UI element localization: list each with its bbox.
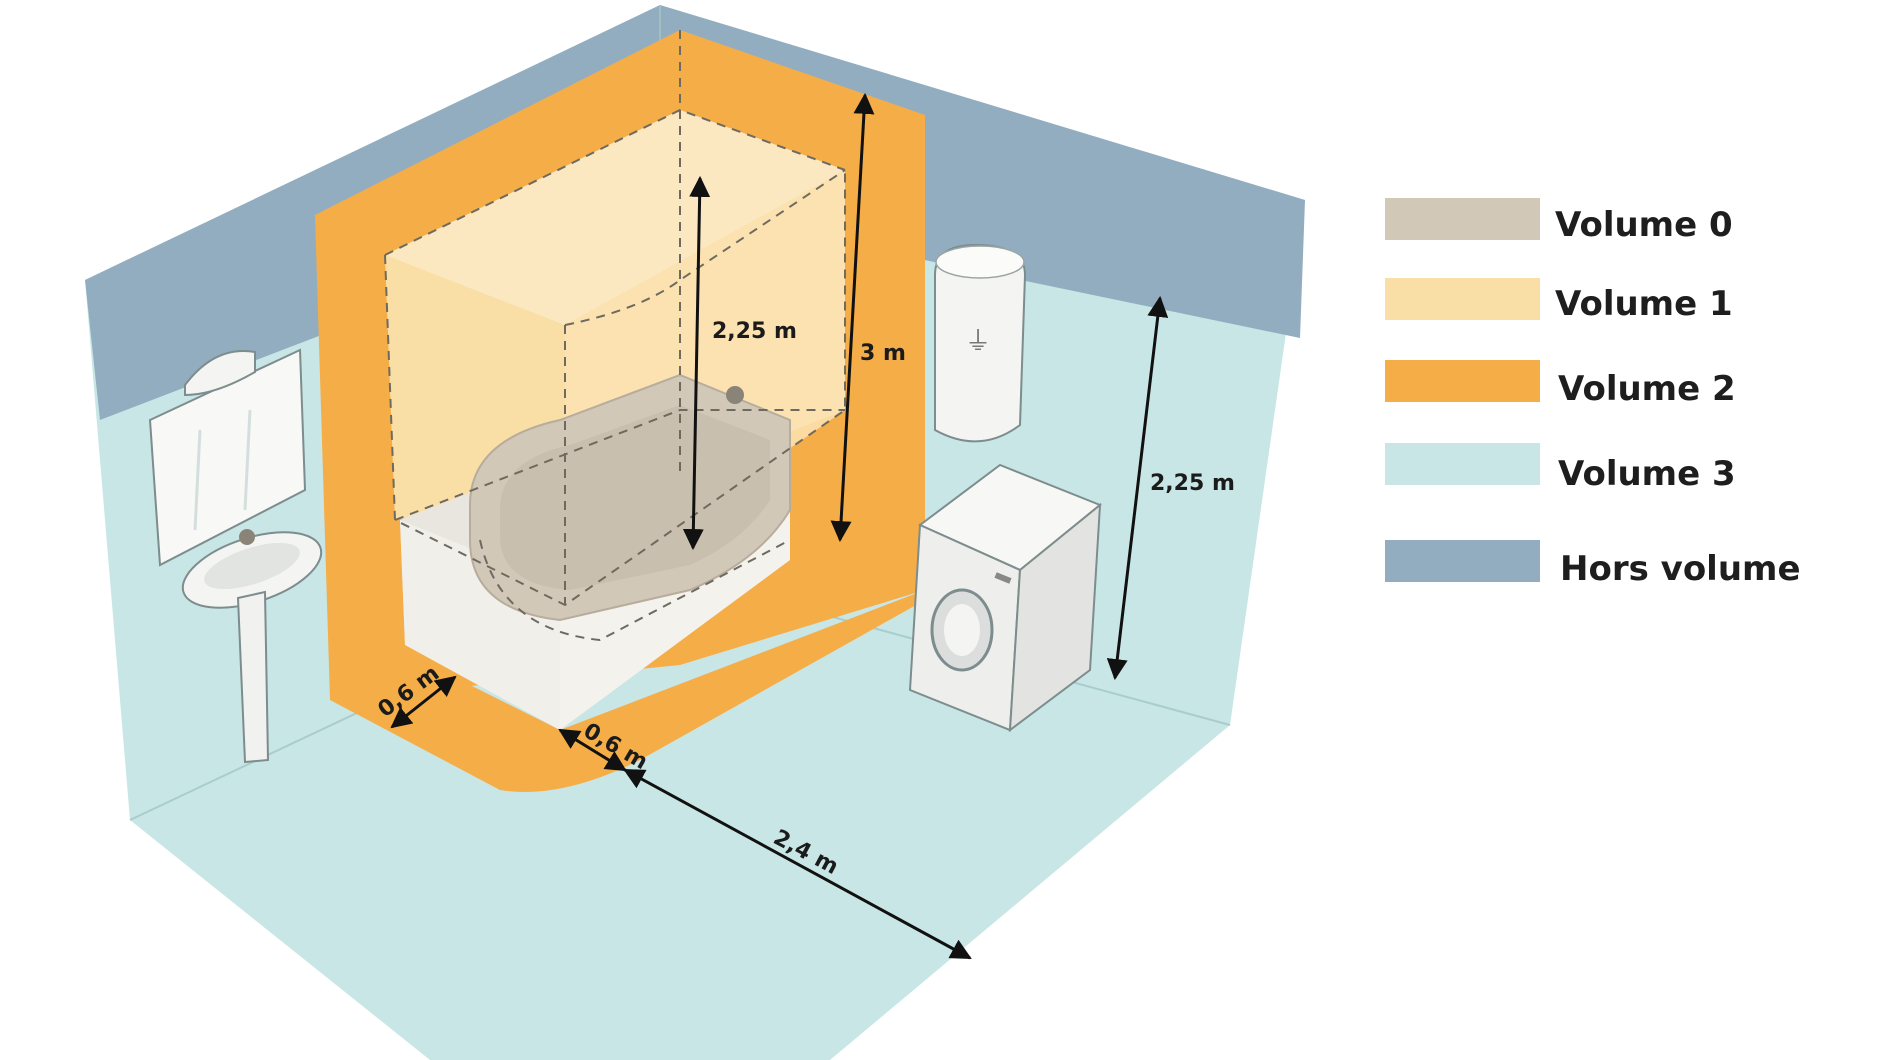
legend-swatch — [1385, 198, 1540, 240]
label-volume2-height: 3 m — [860, 341, 906, 366]
arrow-volume1-height — [682, 175, 711, 551]
legend-item-volume-3: Volume 3 — [1385, 443, 1736, 494]
label-volume1-height: 2,25 m — [712, 319, 797, 344]
legend-item-hors-volume: Hors volume — [1385, 540, 1801, 589]
washing-machine-icon — [908, 463, 1102, 733]
svg-text:⏚: ⏚ — [965, 327, 991, 357]
dimension-arrows — [390, 92, 1169, 960]
washbasin-icon — [181, 529, 323, 764]
legend-label: Volume 0 — [1555, 205, 1733, 245]
arrow-volume3-distance — [623, 768, 972, 960]
bathtub-faucet — [726, 386, 744, 404]
legend-item-volume-0: Volume 0 — [1385, 198, 1733, 245]
legend-swatch — [1385, 443, 1540, 485]
volume-2-floor — [330, 590, 925, 792]
volume-1-top-face — [385, 110, 845, 325]
legend-item-volume-1: Volume 1 — [1385, 278, 1733, 324]
legend: Volume 0 Volume 1 Volume 2 Volume 3 Hors… — [1385, 198, 1801, 589]
legend-label: Hors volume — [1560, 549, 1801, 589]
label-volume3-height: 2,25 m — [1150, 471, 1235, 496]
water-heater-icon: ⏚ — [934, 243, 1027, 443]
arrow-volume2-front-width — [558, 728, 627, 772]
mirror-icon — [148, 348, 307, 567]
arrow-volume3-height — [1106, 295, 1169, 681]
arrow-volume2-height — [830, 92, 875, 543]
legend-label: Volume 2 — [1558, 369, 1736, 409]
arrow-volume2-left-width — [390, 675, 457, 729]
legend-swatch — [1385, 540, 1540, 582]
legend-label: Volume 3 — [1558, 454, 1736, 494]
legend-item-volume-2: Volume 2 — [1385, 360, 1736, 409]
legend-swatch — [1385, 278, 1540, 320]
legend-swatch — [1385, 360, 1540, 402]
legend-label: Volume 1 — [1555, 284, 1733, 324]
volume-outlines — [384, 30, 846, 642]
